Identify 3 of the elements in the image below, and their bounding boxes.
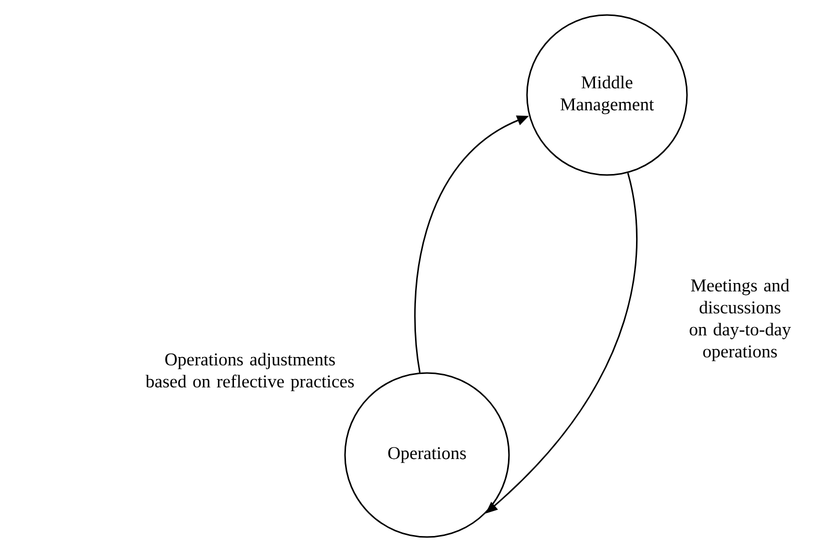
edge-label: Operations adjustments based on reflective practices [146, 352, 354, 392]
edge-label: Meetings and discussions on day-to-day operations [690, 278, 791, 362]
circle-node: Middle Management [526, 14, 688, 176]
